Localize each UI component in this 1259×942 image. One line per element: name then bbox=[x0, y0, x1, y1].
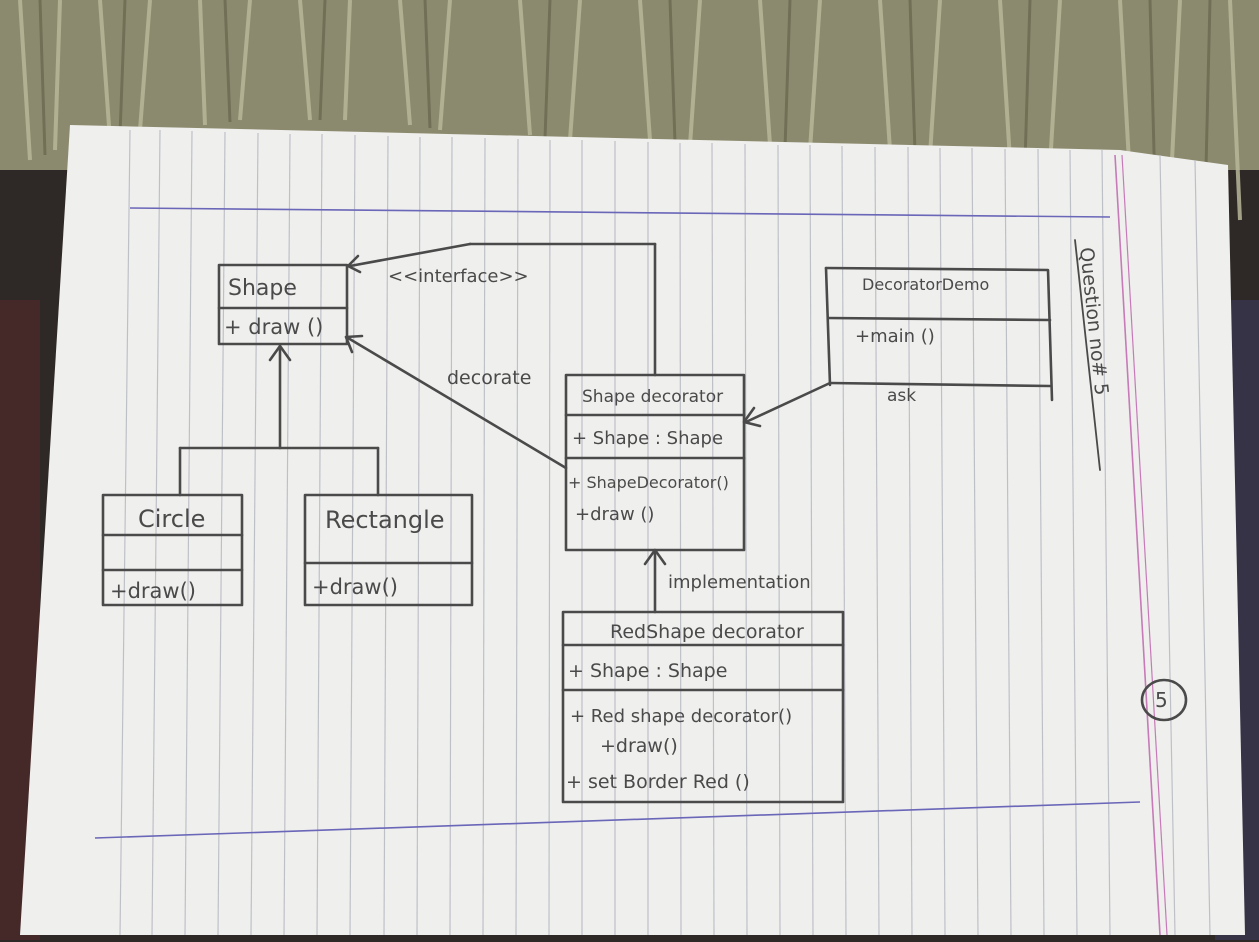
implementation-label: implementation bbox=[668, 572, 811, 593]
shape-decorator-constructor: + ShapeDecorator() bbox=[568, 473, 729, 492]
class-red-shape-decorator bbox=[561, 610, 845, 804]
class-rectangle bbox=[303, 493, 474, 607]
interface-stereotype: <<interface>> bbox=[388, 266, 529, 287]
circle-class-name: Circle bbox=[138, 505, 205, 533]
shape-class-name: Shape bbox=[228, 276, 297, 301]
question-underline bbox=[1074, 239, 1101, 471]
shape-decorator-attribute: + Shape : Shape bbox=[572, 428, 723, 449]
class-decorator-demo bbox=[824, 266, 1054, 402]
interface-edge bbox=[346, 242, 657, 377]
class-circle bbox=[101, 493, 244, 607]
class-shape bbox=[217, 263, 349, 346]
shape-decorator-method-draw: +draw () bbox=[575, 504, 654, 525]
rectangle-method-draw: +draw() bbox=[312, 575, 398, 599]
uml-drawing bbox=[101, 239, 1188, 804]
decorator-demo-method-main: +main () bbox=[855, 326, 935, 347]
red-shape-decorator-attribute: + Shape : Shape bbox=[568, 660, 727, 682]
red-shape-decorator-method-draw: +draw() bbox=[600, 735, 678, 757]
page-number: 5 bbox=[1155, 688, 1168, 712]
notebook-paper bbox=[20, 125, 1245, 936]
decorator-demo-class-name: DecoratorDemo bbox=[862, 275, 989, 294]
ask-label: ask bbox=[887, 386, 916, 406]
implementation-edge bbox=[643, 548, 667, 614]
inheritance-edges bbox=[178, 344, 380, 497]
page-number-circle bbox=[1140, 678, 1188, 722]
circle-method-draw: +draw() bbox=[110, 579, 196, 603]
rectangle-class-name: Rectangle bbox=[325, 506, 445, 534]
shape-method-draw: + draw () bbox=[224, 315, 323, 339]
red-shape-decorator-method-set-border-red: + set Border Red () bbox=[566, 771, 750, 793]
shape-decorator-class-name: Shape decorator bbox=[582, 387, 723, 407]
red-shape-decorator-constructor: + Red shape decorator() bbox=[570, 706, 792, 727]
red-shape-decorator-class-name: RedShape decorator bbox=[610, 621, 804, 643]
decorate-label: decorate bbox=[447, 367, 531, 389]
decorate-edge bbox=[344, 334, 568, 470]
ask-edge bbox=[742, 381, 832, 428]
